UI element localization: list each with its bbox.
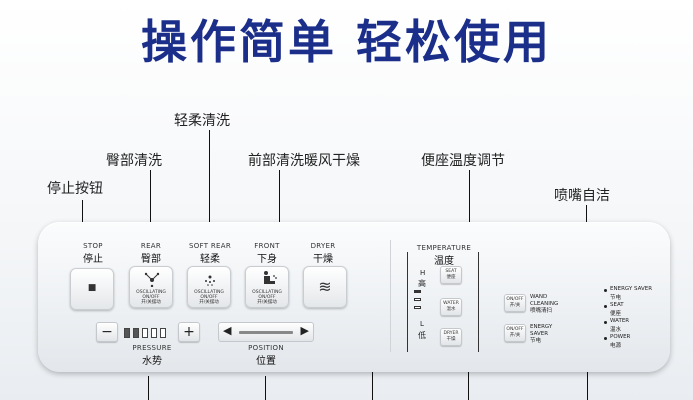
indicator-cn: 电源 [610, 343, 622, 349]
temp-led-1 [414, 290, 421, 293]
indicator-seat: SEAT 便座 [604, 302, 674, 318]
dryer-label: DRYER 干燥 [306, 242, 340, 265]
soft-rear-label-en: SOFT REAR [189, 242, 231, 250]
control-panel: STOP 停止 ■ REAR 臀部 OSCILLATING ON/OFF 开/关… [38, 222, 670, 372]
indicator-en: SEAT [610, 302, 624, 308]
soft-spray-icon [205, 275, 215, 286]
leader-position-v [265, 376, 266, 400]
leader-rear [150, 170, 151, 240]
front-button[interactable]: OSCILLATING ON/OFF 开/关摆动 [245, 266, 289, 308]
stop-label-cn: 停止 [83, 254, 103, 265]
position-right-icon[interactable]: ▶ [300, 324, 309, 337]
dryer-label-en: DRYER [310, 242, 336, 250]
indicator-en: WATER [610, 318, 630, 324]
pressure-label-en: PRESSURE [132, 344, 172, 352]
front-oscillating-text: OSCILLATING ON/OFF 开/关摆动 [252, 290, 282, 305]
pressure-level-segment [142, 328, 148, 338]
soft-rear-label-cn: 轻柔 [200, 254, 220, 265]
stop-button[interactable]: ■ [70, 268, 114, 310]
front-label-cn: 下身 [257, 254, 277, 265]
indicator-en: ENERGY SAVER [610, 286, 653, 292]
leader-soft-rear [209, 130, 210, 240]
pressure-level-indicator [124, 326, 172, 340]
soft-rear-label: SOFT REAR 轻柔 [186, 242, 234, 265]
position-label-cn: 位置 [256, 356, 276, 367]
indicator-cn: 温水 [610, 327, 622, 333]
rear-oscillating-text: OSCILLATING ON/OFF 开/关摆动 [136, 290, 166, 305]
callout-front-dryer: 前部清洗暖风干燥 [248, 153, 360, 169]
pressure-label-cn: 水势 [142, 356, 162, 367]
rear-label-en: REAR [140, 242, 162, 250]
stop-icon: ■ [87, 283, 97, 293]
status-indicator-list: ENERGY SAVER 节电 SEAT 便座 WATER 温水 POWER 电… [604, 286, 674, 350]
temp-high-en: H [420, 269, 426, 277]
water-temp-button[interactable]: WATER 温水 [440, 298, 462, 316]
temp-low-cn: 低 [418, 331, 426, 340]
temp-led-2 [414, 298, 421, 301]
temp-scale-line [407, 252, 408, 352]
dryer-button[interactable]: ≋ [303, 266, 347, 308]
energy-onoff-button[interactable]: ON/OFF 开/关 [504, 324, 526, 342]
rear-label-cn: 臀部 [141, 254, 161, 265]
front-label: FRONT 下身 [250, 242, 284, 265]
wand-onoff-button[interactable]: ON/OFF 开/关 [504, 294, 526, 312]
rear-label: REAR 臀部 [134, 242, 168, 265]
pressure-plus-button[interactable]: + [178, 322, 200, 342]
headline: 操作简单 轻松使用 [140, 15, 552, 69]
position-left-icon[interactable]: ◀ [223, 324, 232, 337]
indicator-water: WATER 温水 [604, 318, 674, 334]
position-slider[interactable]: ◀ ▶ [218, 322, 314, 342]
leader-seat-temp [469, 170, 470, 263]
temp-led-3 [414, 306, 421, 309]
front-label-en: FRONT [254, 242, 280, 250]
stop-label-en: STOP [83, 242, 103, 250]
callout-stop: 停止按钮 [47, 181, 103, 197]
indicator-cn: 节电 [610, 295, 622, 301]
pressure-level-segment [124, 328, 130, 338]
indicator-power: POWER 电源 [604, 334, 674, 350]
panel-divider-1 [390, 240, 391, 352]
soft-rear-button[interactable]: OSCILLATING ON/OFF 开/关摆动 [187, 266, 231, 308]
indicator-cn: 便座 [610, 311, 622, 317]
energy-saver-label: ENERGY SAVER 节电 [530, 324, 553, 344]
indicator-en: POWER [610, 334, 631, 340]
indicator-dot [604, 337, 607, 340]
pressure-minus-button[interactable]: − [96, 322, 118, 342]
leader-stop [82, 200, 83, 240]
temp-low-en: L [420, 320, 424, 328]
position-rail [239, 331, 293, 334]
temp-right-line [478, 252, 479, 352]
pressure-label: PRESSURE 水势 [132, 344, 172, 367]
leader-pressure-v [148, 376, 149, 400]
rear-button[interactable]: OSCILLATING ON/OFF 开/关摆动 [129, 266, 173, 308]
wand-cleaning-label: WAND CLEANING 喷嘴清扫 [530, 294, 559, 314]
callout-soft-rear: 轻柔清洗 [174, 113, 230, 129]
callout-seat-temp: 便座温度调节 [421, 153, 505, 169]
callout-rear: 臀部清洗 [106, 153, 162, 169]
front-wash-icon [264, 271, 277, 284]
dryer-label-cn: 干燥 [313, 254, 333, 265]
pressure-level-segment [160, 328, 166, 338]
indicator-dot [604, 289, 607, 292]
temperature-label: TEMPERATURE 温度 [416, 244, 472, 267]
seat-temp-button[interactable]: SEAT 便座 [440, 266, 462, 284]
indicator-energy-saver: ENERGY SAVER 节电 [604, 286, 674, 302]
position-label: POSITION 位置 [246, 344, 286, 367]
stop-label: STOP 停止 [76, 242, 110, 265]
pressure-level-segment [151, 328, 157, 338]
position-label-en: POSITION [248, 344, 284, 352]
leader-front [279, 170, 280, 240]
temp-high-cn: 高 [418, 279, 426, 288]
temperature-label-en: TEMPERATURE [416, 244, 472, 252]
dryer-wave-icon: ≋ [318, 277, 332, 296]
pressure-level-segment [133, 328, 139, 338]
soft-rear-oscillating-text: OSCILLATING ON/OFF 开/关摆动 [194, 290, 224, 305]
callout-wand-clean: 喷嘴自洁 [554, 188, 610, 204]
indicator-dot [604, 305, 607, 308]
temperature-label-cn: 温度 [434, 256, 454, 267]
indicator-dot [604, 321, 607, 324]
dryer-temp-button[interactable]: DRYER 干燥 [440, 328, 462, 346]
rear-spray-icon [144, 272, 160, 287]
